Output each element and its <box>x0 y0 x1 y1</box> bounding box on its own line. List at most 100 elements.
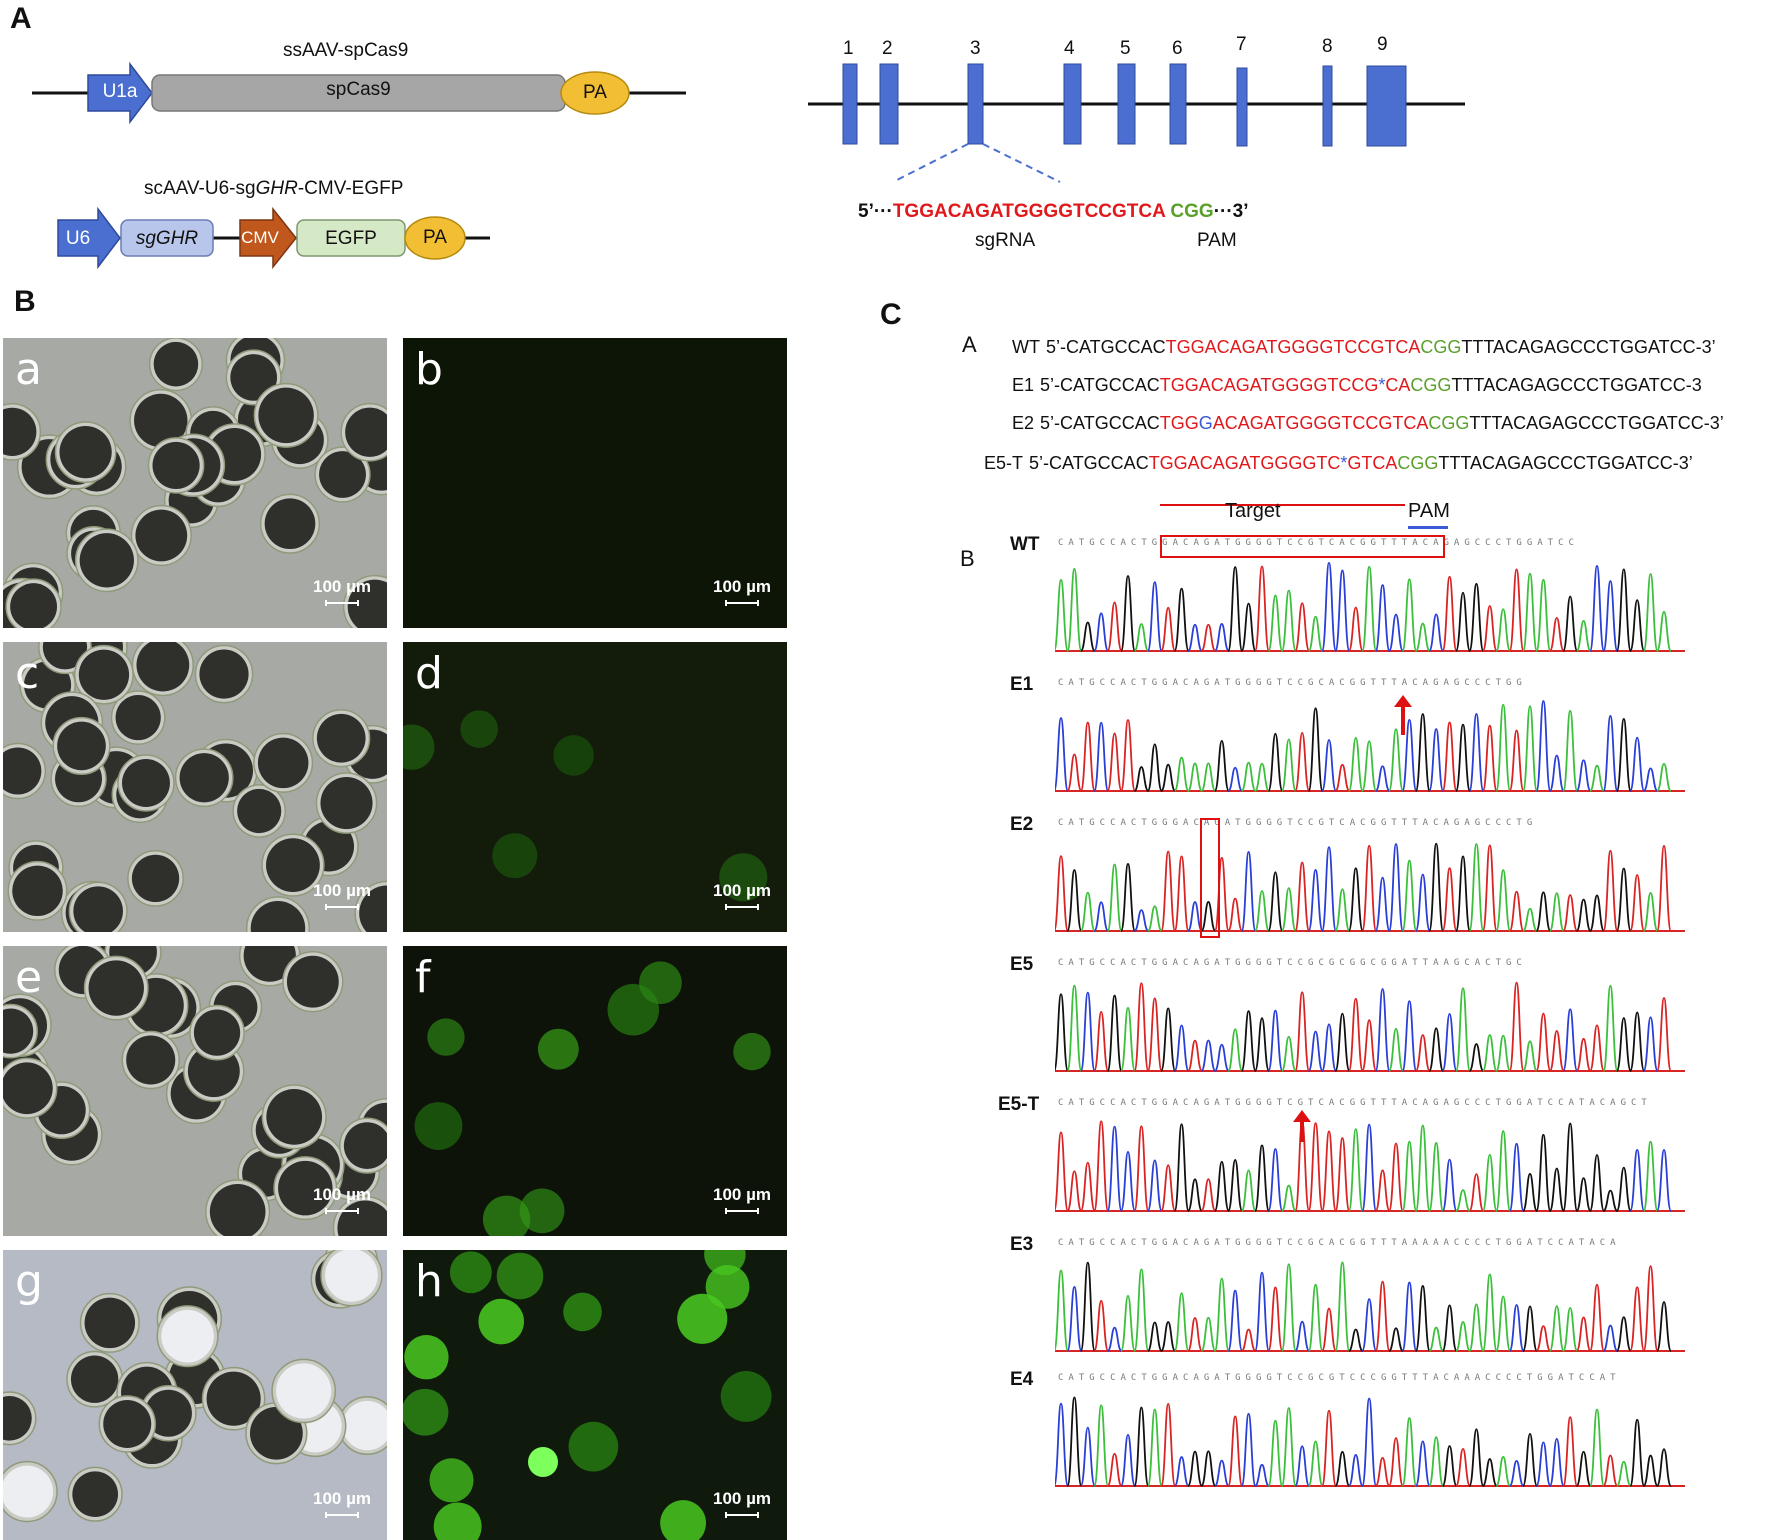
chromatogram-peak <box>1055 717 1069 792</box>
chromatogram-peak <box>1508 1303 1525 1352</box>
chromatogram-peak <box>1388 613 1404 652</box>
chromatogram-peak <box>1522 1305 1538 1352</box>
chromatogram-peak <box>1227 1159 1244 1212</box>
embryo-cell <box>337 1200 387 1236</box>
chromatogram-peak <box>1079 621 1096 652</box>
embryo-cell <box>59 426 112 479</box>
fluorescent-embryo <box>553 735 594 776</box>
chromatogram-peak <box>1361 740 1378 792</box>
chromatogram-peak <box>1254 1463 1270 1487</box>
chromatogram <box>1055 981 1685 1072</box>
chromatogram-peak <box>1294 1320 1311 1352</box>
chromatogram-peak <box>1575 759 1592 792</box>
chromatogram-peak <box>1388 1142 1404 1212</box>
chromatogram-peak <box>1334 1261 1351 1352</box>
chromatogram-peak <box>1522 1172 1538 1212</box>
chromatogram-peak <box>1213 1459 1230 1487</box>
chromatogram-peak <box>1160 1007 1177 1072</box>
chromatogram-peak <box>1468 1303 1485 1352</box>
chromatogram-peak <box>1227 1289 1244 1352</box>
chromatogram-peak <box>1294 861 1311 932</box>
chromatogram-peak <box>1213 856 1230 932</box>
chromatogram-peak <box>1455 1447 1471 1487</box>
embryo-cell <box>135 509 188 562</box>
sgghr-label: sgGHR <box>135 228 199 249</box>
chromatogram-peak <box>1522 705 1538 792</box>
chromatogram-peak <box>1441 575 1458 652</box>
chromatogram-peak <box>1642 1140 1659 1212</box>
chromatogram-peak <box>1374 988 1391 1072</box>
chromatogram-peak <box>1348 1328 1364 1352</box>
chromatogram-peak <box>1240 602 1257 652</box>
exon-label-6: 6 <box>1172 38 1183 59</box>
chromatogram-peak <box>1294 991 1311 1072</box>
target-underline <box>1160 504 1405 506</box>
u1a-promoter-arrow <box>87 61 153 125</box>
chromatogram-peak <box>1200 1316 1217 1352</box>
chromatogram-peak <box>1173 756 1190 792</box>
chromatogram-peak <box>1656 1448 1672 1487</box>
chromatogram-peak <box>1280 589 1297 652</box>
chromatogram-peak <box>1642 573 1659 652</box>
chromatogram-peak <box>1280 738 1297 792</box>
chromatogram-peak <box>1414 622 1431 652</box>
egfp-label: EGFP <box>325 228 377 249</box>
chromatogram-peak <box>1361 844 1378 932</box>
u1a-label: U1a <box>102 81 138 102</box>
chromatogram-peak <box>1254 1271 1270 1352</box>
chromatogram-peak <box>1187 762 1203 792</box>
embryo-cell <box>152 441 200 489</box>
scale-bar-label: 100 µm <box>713 881 771 900</box>
fluorescent-embryo <box>429 1458 474 1503</box>
chromatogram-peak <box>1589 565 1605 652</box>
scale-bar: 100 µm <box>307 1489 377 1518</box>
chromatogram-peak <box>1240 1169 1257 1212</box>
embryo-cell <box>286 955 339 1008</box>
chromatogram-peak <box>1213 1043 1230 1072</box>
embryo-cell <box>316 713 366 763</box>
chromatogram-peak <box>1615 568 1632 652</box>
pa-ellipse-2 <box>404 216 466 260</box>
fluorescent-embryo <box>660 1500 707 1540</box>
chromatogram-peak <box>1401 718 1418 792</box>
chromatogram-peak <box>1361 1123 1378 1212</box>
trace-label: E4 <box>1010 1369 1034 1390</box>
chromatogram-peak <box>1055 993 1069 1072</box>
trace-label: E3 <box>1010 1234 1034 1255</box>
chromatogram-peak <box>1455 1321 1471 1352</box>
chromatogram-peak <box>1227 897 1244 932</box>
chromatogram-peak <box>1508 729 1525 792</box>
fluorescent-embryo <box>404 1335 449 1380</box>
chromatogram-peak <box>1187 1317 1203 1352</box>
micrograph-label: f <box>415 952 431 1003</box>
pam-label: PAM <box>1197 230 1237 251</box>
u6-label: U6 <box>65 228 91 249</box>
chromatogram-peak <box>1414 1124 1431 1212</box>
embryo-cell <box>79 533 134 588</box>
scale-bar: 100 µm <box>707 577 777 606</box>
chromatogram-peak <box>1481 844 1498 932</box>
micrograph-label: g <box>15 1256 43 1307</box>
chromatogram-peak <box>1187 1039 1203 1072</box>
chromatogram-peak <box>1055 1269 1069 1352</box>
chromatogram-peak <box>1093 1299 1110 1352</box>
embryo-cell <box>3 747 42 795</box>
chromatogram-peak <box>1548 892 1565 932</box>
chromatogram-peak <box>1280 1035 1297 1072</box>
chromatogram-peak <box>1254 1144 1270 1212</box>
exon-label-8: 8 <box>1322 36 1333 57</box>
chromatogram-peak <box>1468 1173 1485 1212</box>
chromatogram-peak <box>1254 565 1270 652</box>
chromatogram-peak <box>1055 579 1069 652</box>
chromatogram-peak <box>1441 1304 1458 1352</box>
fluorescent-embryo <box>705 1264 750 1309</box>
chromatogram-peak <box>1334 1012 1351 1072</box>
chromatogram-peak <box>1548 1305 1565 1352</box>
chromatogram-peak <box>1321 846 1337 932</box>
chromatogram-peak <box>1589 1408 1605 1487</box>
chromatogram-peak <box>1562 595 1579 652</box>
